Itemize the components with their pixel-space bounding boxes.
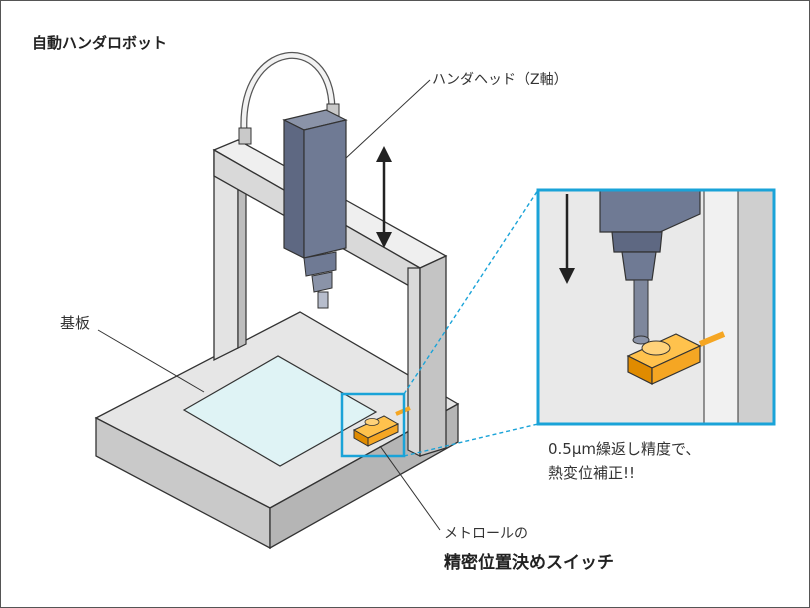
callout-connector-bottom bbox=[403, 423, 539, 457]
switch-leader bbox=[379, 445, 441, 531]
diagram-title: 自動ハンダロボット bbox=[32, 34, 167, 52]
hand-head-leader bbox=[345, 79, 431, 159]
inset-zoom-view bbox=[538, 189, 775, 425]
switch-label-line2: 精密位置決めスイッチ bbox=[444, 552, 614, 573]
vertical-arrow-icon bbox=[376, 146, 392, 248]
inset-caption-line1: 0.5μm繰返し精度で、 bbox=[548, 440, 700, 458]
gantry-frame bbox=[212, 139, 448, 457]
hand-head-label: ハンダヘッド（Z軸） bbox=[432, 72, 568, 88]
substrate-leader bbox=[97, 329, 205, 393]
callout-connector-top bbox=[403, 189, 539, 395]
precision-switch-small bbox=[352, 406, 411, 447]
cable-connector-left bbox=[238, 127, 252, 145]
substrate-label: 基板 bbox=[60, 314, 90, 332]
down-arrow-icon bbox=[559, 194, 575, 284]
small-callout-box bbox=[340, 392, 406, 458]
inset-caption-line2: 熱変位補正!! bbox=[548, 464, 635, 482]
substrate-board bbox=[182, 355, 378, 467]
inset-border bbox=[536, 188, 776, 426]
switch-label-line1: メトロールの bbox=[444, 526, 528, 542]
hand-head-z-axis bbox=[282, 109, 348, 309]
